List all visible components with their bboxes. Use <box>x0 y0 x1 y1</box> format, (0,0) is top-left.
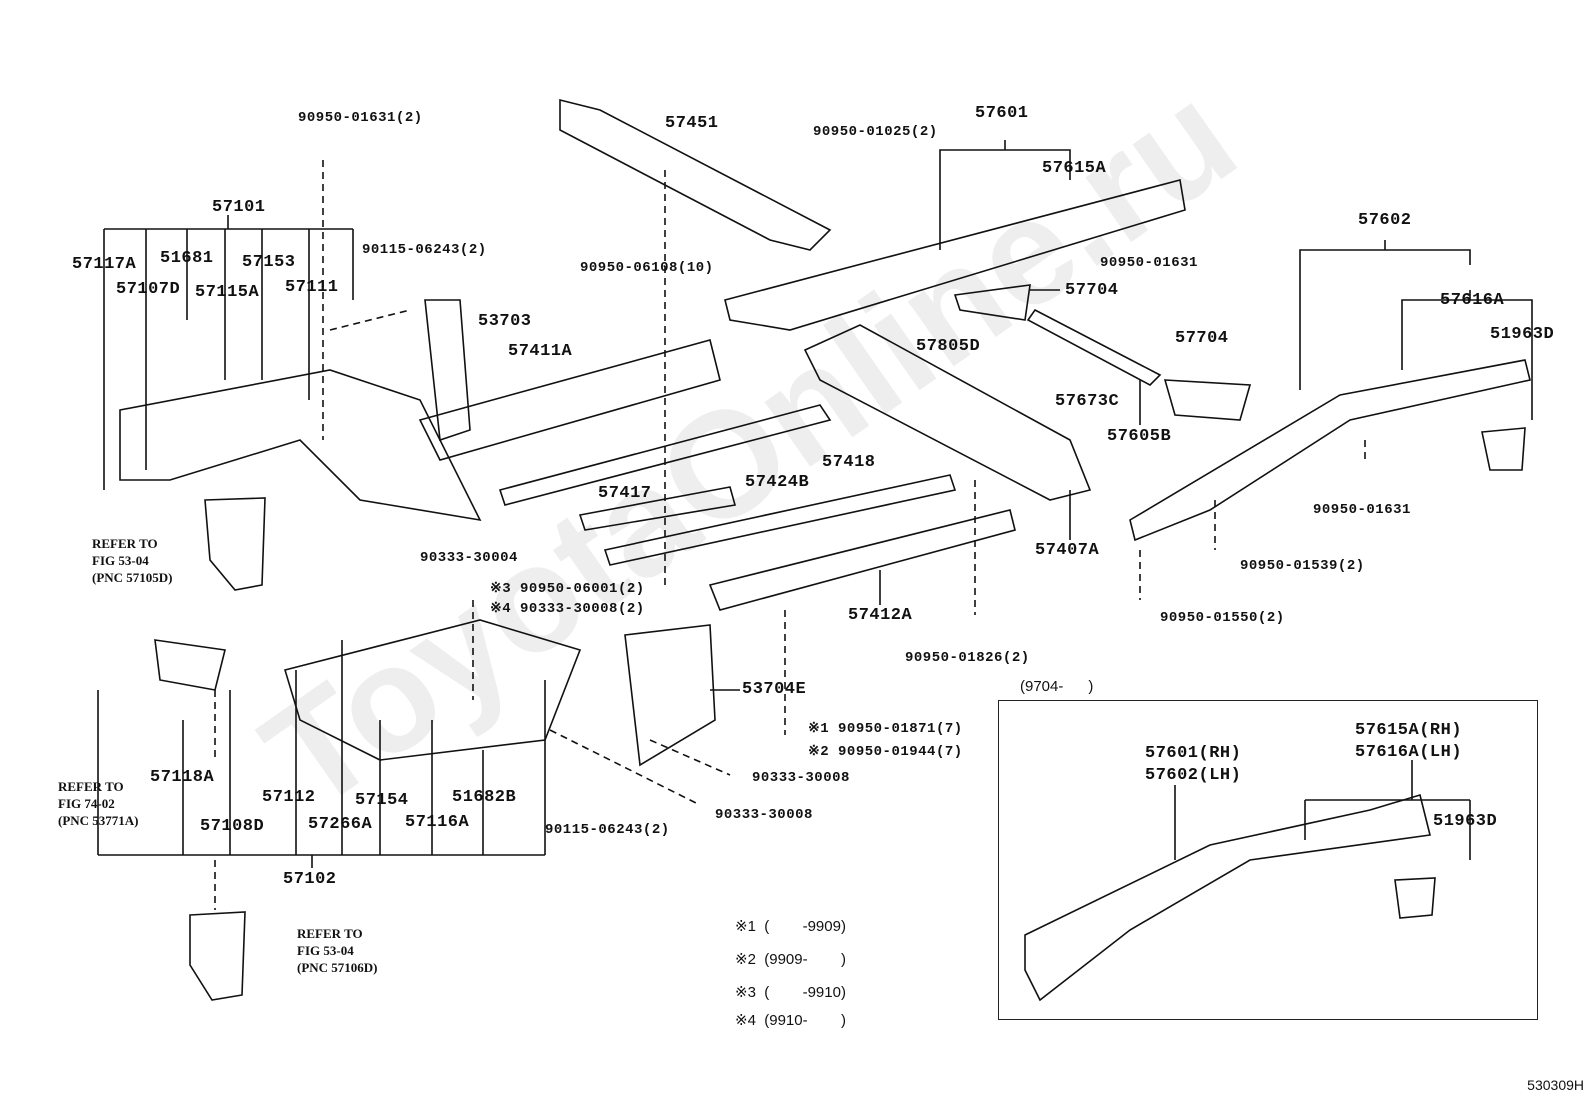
inset-leaders <box>1174 760 1471 860</box>
label-57704-a: 57704 <box>1065 281 1119 300</box>
part-53771A <box>154 639 226 691</box>
inset-bracket <box>1394 877 1436 919</box>
leader-57102 <box>97 640 546 868</box>
label-90950-01025: 90950-01025(2) <box>813 124 938 140</box>
part-57704a <box>953 284 1031 321</box>
part-57424B <box>578 486 737 531</box>
label-51963D: 51963D <box>1490 325 1555 344</box>
label-57154: 57154 <box>355 791 409 810</box>
label-90950-01944: ※2 90950-01944(7) <box>808 744 963 760</box>
inset-label-51963D: 51963D <box>1433 812 1498 831</box>
inset-label-57602-lh: 57602(LH) <box>1145 766 1242 785</box>
label-57108D: 57108D <box>200 817 265 836</box>
part-53704E <box>624 624 716 767</box>
label-57673C: 57673C <box>1055 392 1120 411</box>
label-57116A: 57116A <box>405 813 470 832</box>
label-57418: 57418 <box>822 453 876 472</box>
refer-note-53771A: REFER TO FIG 74-02 (PNC 53771A) <box>58 779 139 828</box>
label-51681: 51681 <box>160 249 214 268</box>
label-57424B: 57424B <box>745 473 810 492</box>
part-57601 <box>724 179 1186 331</box>
footnote-4: ※4 (9910- ) <box>735 1012 846 1029</box>
label-57101: 57101 <box>212 198 266 217</box>
label-57107D: 57107D <box>116 280 181 299</box>
leader-57101 <box>103 215 354 490</box>
label-57601: 57601 <box>975 104 1029 123</box>
part-53703 <box>424 299 471 442</box>
label-57153: 57153 <box>242 253 296 272</box>
label-57602: 57602 <box>1358 211 1412 230</box>
label-51682B: 51682B <box>452 788 517 807</box>
label-57412A: 57412A <box>848 606 913 625</box>
label-57102: 57102 <box>283 870 337 889</box>
inset-rail <box>1024 793 1431 1002</box>
footnote-2: ※2 (9909- ) <box>735 951 846 968</box>
leader-57601 <box>939 140 1071 250</box>
label-90333-30008-2: ※4 90333-30008(2) <box>490 601 645 617</box>
label-90950-01631-b: 90950-01631 <box>1313 502 1411 518</box>
label-57451: 57451 <box>665 114 719 133</box>
label-53703: 53703 <box>478 312 532 331</box>
dashed-leaders <box>214 160 1366 910</box>
label-53704E: 53704E <box>742 680 807 699</box>
part-57602 <box>1129 359 1531 542</box>
label-57417: 57417 <box>598 484 652 503</box>
label-90950-01631-2: 90950-01631(2) <box>298 110 423 126</box>
label-90950-01550: 90950-01550(2) <box>1160 610 1285 626</box>
part-57605B <box>1026 308 1162 386</box>
footnote-3: ※3 ( -9910) <box>735 984 846 1001</box>
part-57101-rail <box>119 369 482 522</box>
label-90950-06108: 90950-06108(10) <box>580 260 714 276</box>
label-57605B: 57605B <box>1107 427 1172 446</box>
part-51963D <box>1481 427 1526 471</box>
part-57704b <box>1163 379 1252 421</box>
leader-57602 <box>1299 240 1471 390</box>
label-90115-06243-b: 90115-06243(2) <box>545 822 670 838</box>
label-90333-30008-a: 90333-30008 <box>752 770 850 786</box>
label-57411A: 57411A <box>508 342 573 361</box>
part-57412A <box>708 509 1016 611</box>
label-57616A: 57616A <box>1440 291 1505 310</box>
label-90950-01826: 90950-01826(2) <box>905 650 1030 666</box>
label-57112: 57112 <box>262 788 316 807</box>
part-57105D <box>204 497 266 591</box>
inset-label-57601-rh: 57601(RH) <box>1145 744 1242 763</box>
label-90333-30008-b: 90333-30008 <box>715 807 813 823</box>
inset-label-57615A-rh: 57615A(RH) <box>1355 721 1463 740</box>
part-57106D <box>189 911 246 1001</box>
label-90333-30004: 90333-30004 <box>420 550 518 566</box>
label-57704-b: 57704 <box>1175 329 1229 348</box>
inset-period: (9704- ) <box>1020 678 1094 695</box>
refer-note-57106D: REFER TO FIG 53-04 (PNC 57106D) <box>297 926 378 975</box>
inset-box <box>998 700 1538 1020</box>
part-57407A <box>803 324 1092 501</box>
footnote-1: ※1 ( -9909) <box>735 918 846 935</box>
part-57451 <box>559 98 832 251</box>
label-90950-01539: 90950-01539(2) <box>1240 558 1365 574</box>
label-57615A: 57615A <box>1042 159 1107 178</box>
label-57115A: 57115A <box>195 283 260 302</box>
label-57805D: 57805D <box>916 337 981 356</box>
label-57111: 57111 <box>285 278 339 297</box>
part-57411A <box>418 339 721 461</box>
refer-note-57105D: REFER TO FIG 53-04 (PNC 57105D) <box>92 536 173 585</box>
leader-57616A <box>1401 290 1533 420</box>
label-57266A: 57266A <box>308 815 373 834</box>
label-90950-06001: ※3 90950-06001(2) <box>490 581 645 597</box>
figure-code: 530309H <box>1527 1077 1584 1093</box>
label-57118A: 57118A <box>150 768 215 787</box>
part-57418 <box>603 474 957 566</box>
label-90950-01871: ※1 90950-01871(7) <box>808 721 963 737</box>
part-57417 <box>498 404 832 506</box>
label-90950-01631-a: 90950-01631 <box>1100 255 1198 271</box>
label-57117A: 57117A <box>72 255 137 274</box>
inset-label-57616A-lh: 57616A(LH) <box>1355 743 1463 762</box>
label-90115-06243-a: 90115-06243(2) <box>362 242 487 258</box>
label-57407A: 57407A <box>1035 541 1100 560</box>
